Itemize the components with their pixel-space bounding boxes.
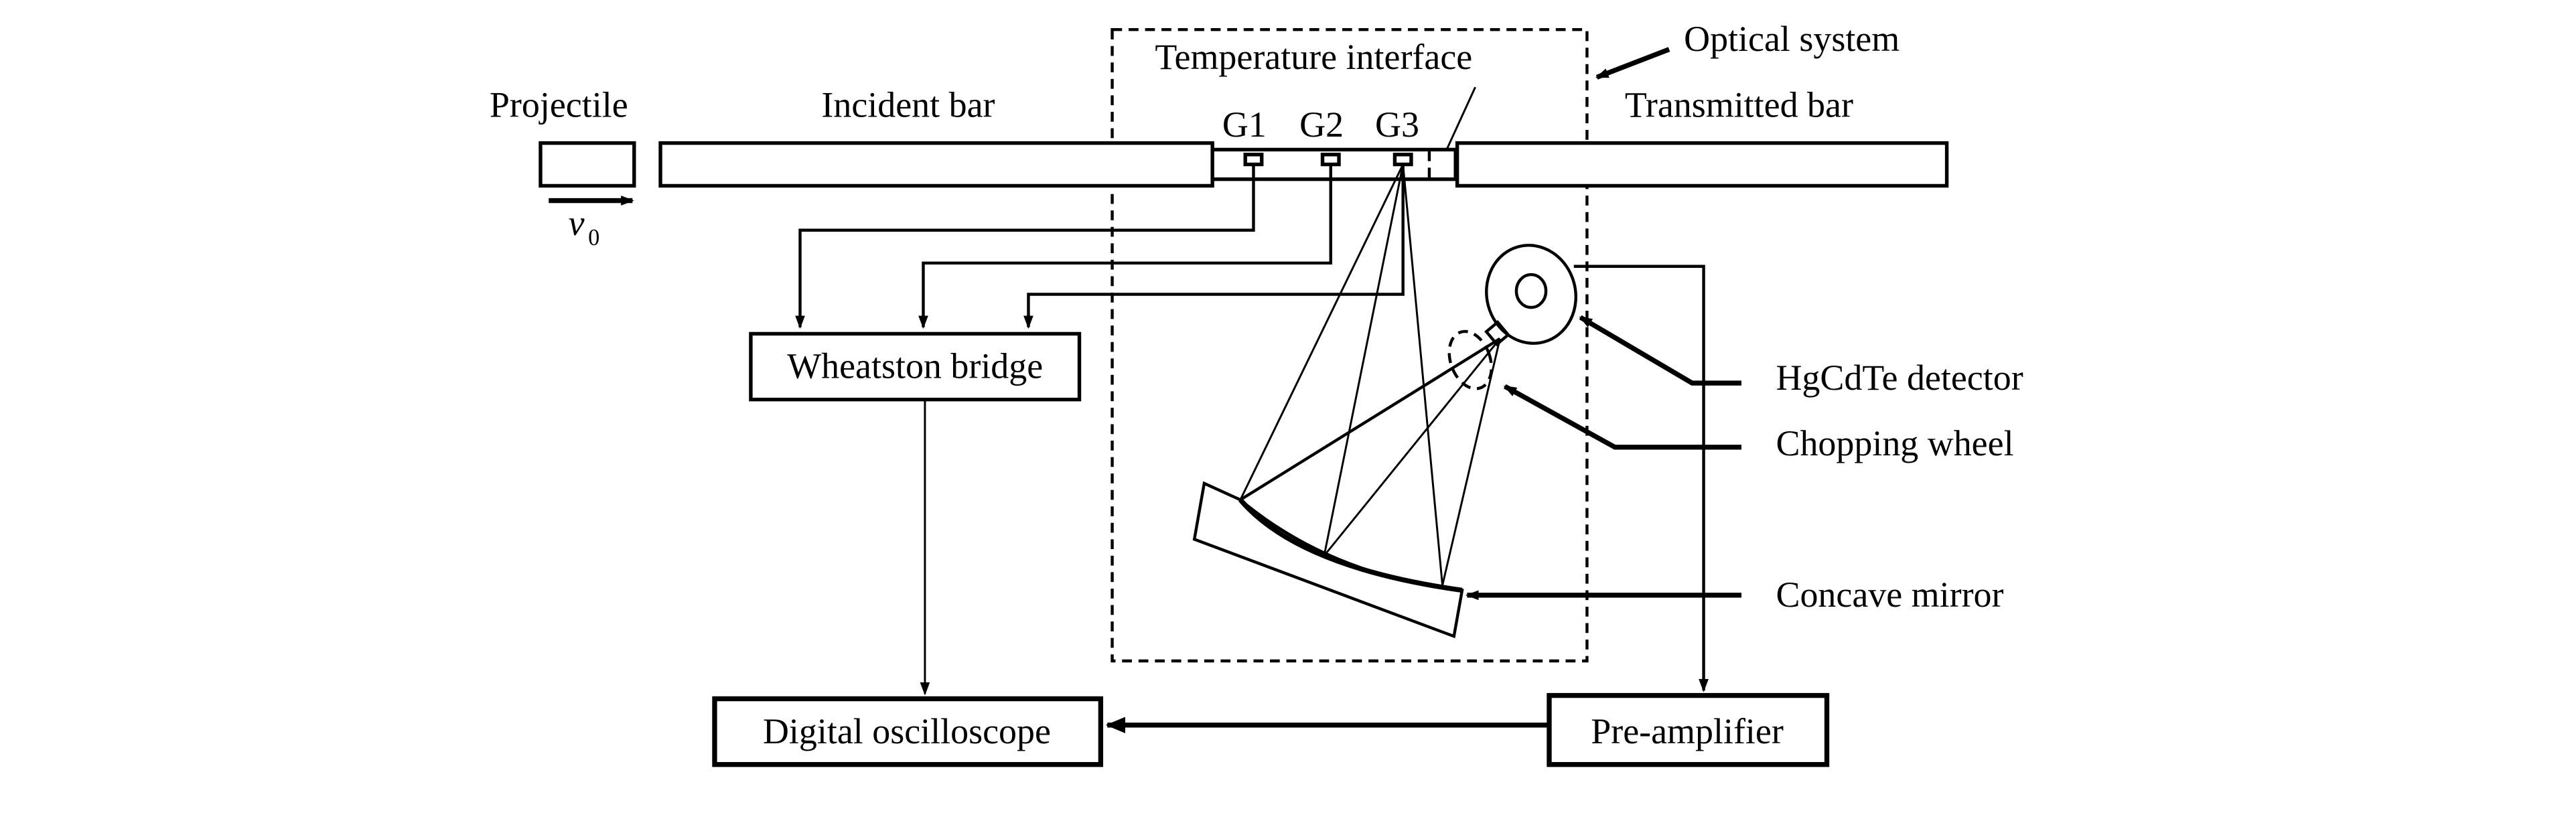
optical-system-arrow (1595, 47, 1670, 80)
chopping-wheel-callout (1503, 384, 1741, 450)
gauge-g2 (1320, 153, 1341, 167)
wheatstone-bridge-box (749, 331, 1082, 402)
wire-g3-bridge (1023, 164, 1405, 329)
temperature-interface-label: Temperature interface (1155, 37, 1472, 77)
pre-amplifier-label: Pre-amplifier (1591, 711, 1784, 751)
gauge-g3 (1392, 153, 1413, 167)
velocity-symbol: v (569, 203, 585, 243)
wheatstone-bridge-label: Wheatston bridge (787, 346, 1043, 386)
hgcdte-detector (1485, 244, 1577, 345)
gauge-label-g2: G2 (1299, 104, 1344, 145)
hgcdte-detector-label: HgCdTe detector (1776, 358, 2023, 398)
digital-oscilloscope-box (712, 696, 1104, 767)
gauge-g1 (1243, 153, 1264, 167)
optical-system-frame (1111, 27, 1589, 663)
wire-g2-bridge (918, 164, 1332, 329)
pre-amplifier-box (1547, 692, 1830, 767)
chopping-wheel (1447, 329, 1493, 390)
concave-mirror-surface (1238, 498, 1463, 593)
digital-oscilloscope-label: Digital oscilloscope (763, 711, 1051, 751)
chopping-wheel-label: Chopping wheel (1776, 423, 2013, 463)
transmitted-bar (1455, 141, 1949, 188)
gauge-label-g3: G3 (1375, 104, 1419, 145)
wire-detector-preamp (1573, 265, 1709, 692)
incident-bar (658, 141, 1214, 188)
ray-1 (1239, 163, 1405, 501)
projectile (539, 141, 636, 188)
concave-mirror-label: Concave mirror (1776, 575, 2003, 615)
ray-3 (1402, 164, 1444, 586)
detector-lens (1514, 273, 1548, 309)
projectile-label: Projectile (490, 84, 628, 125)
wire-g1-bridge (795, 164, 1255, 329)
hgcdte-detector-callout (1579, 315, 1741, 386)
transmitted-bar-label: Transmitted bar (1625, 84, 1853, 125)
ray-2 (1323, 164, 1405, 556)
velocity-subscript: 0 (588, 225, 599, 250)
incident-bar-label: Incident bar (821, 84, 995, 125)
detector-nozzle (1484, 320, 1510, 347)
ray-5 (1323, 337, 1501, 556)
ray-6 (1441, 338, 1501, 586)
optical-system-label: Optical system (1684, 19, 1900, 59)
gauge-label-g1: G1 (1222, 104, 1267, 145)
ray-4 (1239, 337, 1501, 502)
